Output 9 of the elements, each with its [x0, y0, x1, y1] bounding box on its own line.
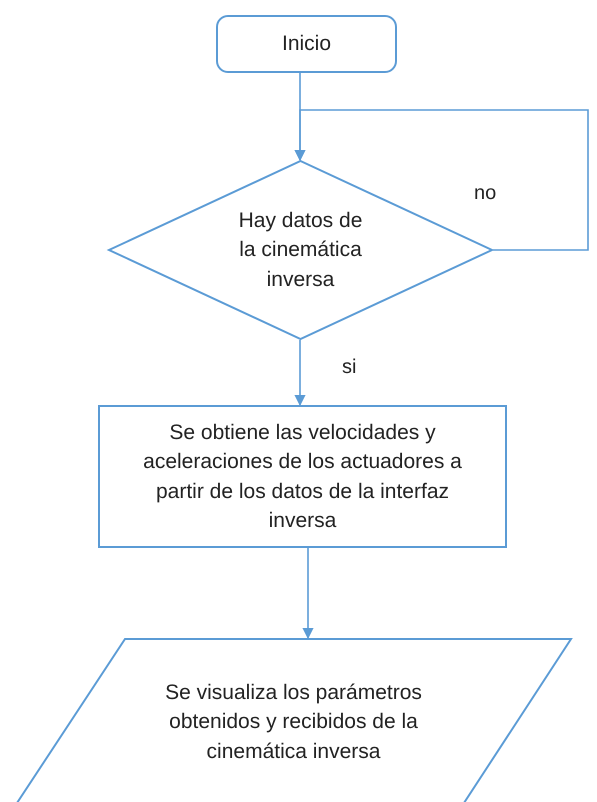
arrow	[294, 340, 306, 406]
start-terminal	[216, 15, 397, 73]
node-label: Inicio	[282, 31, 332, 58]
node-label: Se obtiene las velocidades y aceleraciones de los actuadores a partir de los datos de la interfaz inversa	[142, 420, 463, 534]
arrow	[302, 548, 314, 640]
process-box	[98, 405, 507, 548]
node-label: Se visualiza los parámetros obtenidos y recibidos de la cinemática inversa	[164, 680, 423, 765]
arrow	[294, 109, 589, 251]
node-label: Hay datos de la cinemática inversa	[238, 208, 363, 293]
